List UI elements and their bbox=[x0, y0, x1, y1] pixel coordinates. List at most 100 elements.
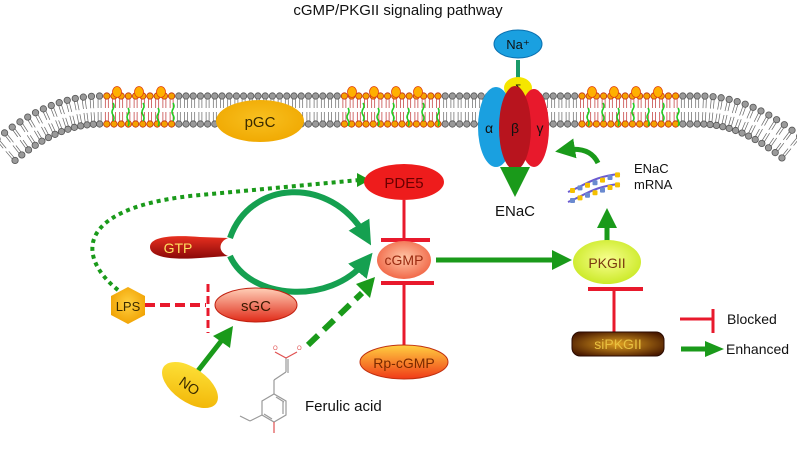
lipid-head bbox=[725, 95, 733, 104]
cholesterol bbox=[141, 102, 145, 122]
lipid-head bbox=[275, 92, 284, 100]
lipid-raft-head bbox=[609, 86, 619, 98]
lipid-head bbox=[240, 92, 248, 100]
mrna-base bbox=[577, 195, 583, 201]
lipid-head bbox=[89, 120, 97, 128]
lipid-head bbox=[326, 92, 334, 100]
lipid-head bbox=[124, 92, 132, 100]
lipid-head bbox=[455, 92, 464, 100]
lipid-head bbox=[362, 120, 370, 128]
lipid-raft-head bbox=[369, 86, 379, 98]
gtp-cycle-lower-arrow bbox=[227, 252, 373, 295]
mrna-base bbox=[600, 187, 605, 193]
lipid-head bbox=[247, 92, 255, 100]
enac-output-label: ENaC bbox=[495, 203, 535, 220]
pgc-label: pGC bbox=[245, 114, 276, 131]
rp-cgmp-label: Rp-cGMP bbox=[373, 355, 434, 371]
mrna-base bbox=[570, 198, 575, 203]
lipid-head bbox=[732, 126, 740, 135]
lipid-head bbox=[592, 120, 601, 128]
cholesterol bbox=[361, 102, 365, 122]
cholesterol bbox=[646, 107, 650, 127]
lipid-head bbox=[643, 92, 651, 100]
lipid-head bbox=[398, 120, 406, 128]
lipid-head bbox=[427, 92, 435, 100]
ferulic-to-cgmp-arrowhead bbox=[356, 277, 375, 298]
lipid-raft-head bbox=[391, 86, 401, 98]
pkgii-node: PKGII bbox=[573, 240, 641, 284]
sgc-node: sGC bbox=[214, 287, 298, 323]
lipid-head bbox=[304, 92, 312, 100]
lipid-head bbox=[254, 92, 262, 100]
pde5-node: PDE5 bbox=[364, 164, 444, 200]
lipid-head bbox=[412, 120, 420, 128]
lipid-head bbox=[57, 127, 66, 136]
lipid-head bbox=[628, 120, 637, 128]
cholesterol bbox=[156, 107, 160, 127]
lipid-head bbox=[79, 93, 87, 101]
lipid-head bbox=[725, 124, 733, 132]
lipid-head bbox=[650, 120, 658, 128]
cholesterol bbox=[111, 102, 115, 122]
ferulic-acid-structure bbox=[239, 351, 298, 433]
lipid-head bbox=[232, 92, 240, 100]
mrna-base bbox=[615, 172, 620, 178]
lipid-head bbox=[448, 120, 456, 128]
lipid-head bbox=[63, 96, 71, 104]
lipid-head bbox=[571, 92, 579, 100]
lipid-head bbox=[311, 92, 320, 100]
lipid-head bbox=[383, 120, 392, 128]
lipid-head bbox=[83, 121, 91, 129]
lipid-head bbox=[700, 120, 708, 128]
lipid-head bbox=[18, 151, 26, 159]
lipid-head bbox=[146, 92, 154, 100]
legend-blocked-label: Blocked bbox=[727, 311, 777, 327]
lipid-head bbox=[383, 92, 392, 100]
enac-mrna bbox=[567, 172, 621, 203]
lipid-head bbox=[103, 120, 111, 128]
cholesterol bbox=[126, 107, 130, 127]
lipid-head bbox=[712, 121, 721, 129]
mrna-base bbox=[592, 180, 598, 186]
lipid-head bbox=[621, 120, 629, 128]
lipid-head bbox=[24, 146, 33, 154]
sipkgii-label: siPKGII bbox=[594, 336, 641, 352]
lipid-head bbox=[733, 97, 741, 106]
mrna-base bbox=[607, 185, 613, 190]
lipid-head bbox=[64, 125, 72, 133]
lipid-head bbox=[268, 92, 276, 100]
lipid-head bbox=[671, 120, 680, 128]
lipid-head bbox=[175, 92, 183, 100]
lipid-head bbox=[355, 120, 363, 128]
lipid-head bbox=[38, 137, 46, 145]
lipid-head bbox=[773, 116, 781, 124]
lipid-head bbox=[110, 120, 118, 128]
lipid-head bbox=[160, 120, 168, 128]
lipid-raft-head bbox=[587, 86, 597, 98]
no-to-sgc-arrowhead bbox=[213, 326, 233, 348]
lipid-head bbox=[549, 92, 557, 100]
lipid-head bbox=[578, 92, 586, 100]
lipid-head bbox=[780, 121, 788, 129]
lipid-head bbox=[168, 120, 176, 128]
lps-node: LPS bbox=[111, 287, 145, 324]
lipid-head bbox=[664, 120, 673, 128]
na-ion-label: Na⁺ bbox=[506, 37, 529, 52]
lipid-head bbox=[16, 118, 24, 126]
na-ion bbox=[493, 29, 543, 59]
lipid-head bbox=[717, 94, 725, 102]
lipid-head bbox=[765, 111, 773, 119]
lipid-head bbox=[719, 123, 727, 131]
lipid-head bbox=[24, 113, 32, 121]
cholesterol bbox=[171, 102, 175, 122]
no-node: NO bbox=[162, 361, 218, 409]
cholesterol bbox=[676, 107, 680, 127]
lipid-head bbox=[146, 120, 154, 128]
lipid-head bbox=[204, 120, 212, 128]
lps-label: LPS bbox=[116, 299, 141, 314]
sgc-label: sGC bbox=[241, 298, 271, 315]
cholesterol bbox=[391, 102, 395, 122]
lipid-head bbox=[463, 92, 471, 100]
lipid-raft-head bbox=[347, 86, 357, 98]
legend: Blocked Enhanced bbox=[680, 309, 789, 357]
